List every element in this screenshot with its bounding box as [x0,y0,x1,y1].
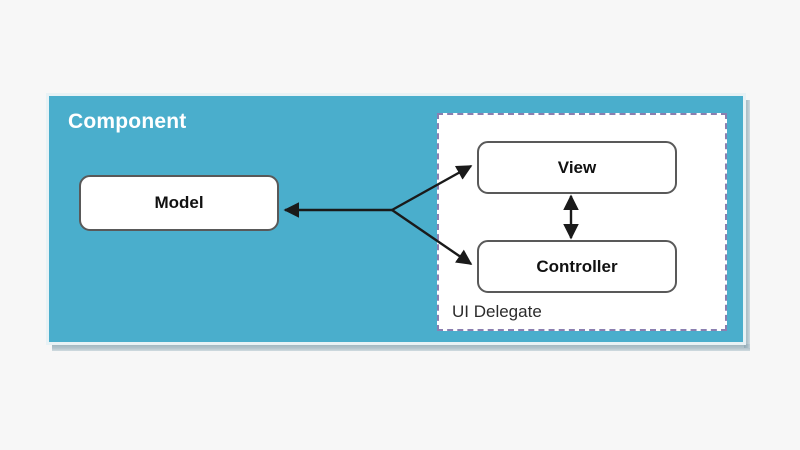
component-panel-title: Component [68,110,187,133]
node-view-label: View [557,157,597,177]
panel-shadow-bottom [52,344,750,351]
node-controller[interactable]: Controller [477,240,677,293]
node-model[interactable]: Model [79,175,279,231]
ui-delegate-label: UI Delegate [452,302,542,321]
node-controller-label: Controller [536,256,618,276]
node-model-label: Model [154,193,204,212]
panel-shadow-right [744,100,750,348]
node-view[interactable]: View [477,141,677,194]
